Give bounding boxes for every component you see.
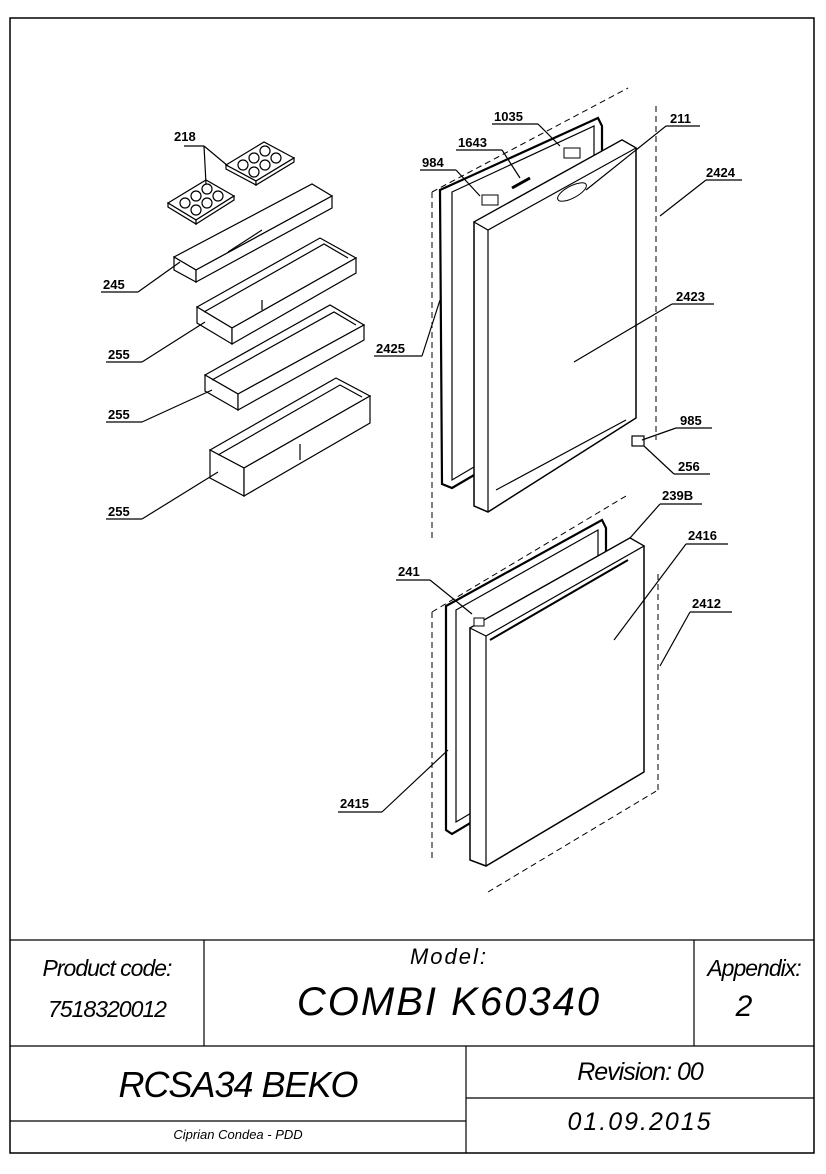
egg-tray-part-218 — [166, 141, 296, 226]
callout-leaders-upper — [374, 123, 742, 475]
callout-241: 241 — [398, 564, 420, 579]
callout-985: 985 — [680, 413, 702, 428]
callout-255-c: 255 — [108, 504, 130, 519]
callout-labels: 218 1035 211 1643 984 2424 245 2423 2425… — [103, 109, 736, 811]
callout-1643: 1643 — [458, 135, 487, 150]
callout-2423: 2423 — [676, 289, 705, 304]
door-shelves-part-255 — [195, 237, 372, 498]
callout-1035: 1035 — [494, 109, 523, 124]
product-name: RCSA34 BEKO — [118, 1064, 358, 1105]
callout-2424: 2424 — [706, 165, 736, 180]
callout-2415: 2415 — [340, 796, 369, 811]
callout-256: 256 — [678, 459, 700, 474]
callout-239B: 239B — [662, 488, 693, 503]
callout-245: 245 — [103, 277, 125, 292]
model-value: COMBI K60340 — [296, 980, 602, 1024]
dairy-shelf-part-245 — [172, 183, 334, 284]
author: Ciprian Condea - PDD — [173, 1127, 303, 1142]
upper-door-assembly — [431, 87, 657, 538]
appendix-label: Appendix: — [707, 955, 801, 981]
callout-255-a: 255 — [108, 347, 130, 362]
callout-leaders-lower — [338, 503, 732, 813]
callout-2425: 2425 — [376, 341, 405, 356]
callout-218: 218 — [174, 129, 196, 144]
lower-door-assembly — [431, 495, 659, 893]
callout-2416: 2416 — [688, 528, 717, 543]
product-code-label: Product code: — [42, 955, 173, 981]
callout-211: 211 — [670, 111, 691, 126]
callout-2412: 2412 — [692, 596, 721, 611]
product-code-value: 7518320012 — [48, 996, 167, 1022]
callout-leaders-left — [101, 261, 219, 520]
revision-date: 01.09.2015 — [567, 1108, 713, 1136]
model-label: Model: — [409, 944, 489, 969]
appendix-value: 2 — [735, 990, 753, 1023]
callout-leaders — [184, 145, 229, 185]
callout-984: 984 — [422, 155, 444, 170]
sheet-border — [9, 17, 815, 1154]
title-block-grid — [10, 939, 814, 1153]
callout-255-b: 255 — [108, 407, 130, 422]
revision-label: Revision: 00 — [577, 1058, 704, 1086]
